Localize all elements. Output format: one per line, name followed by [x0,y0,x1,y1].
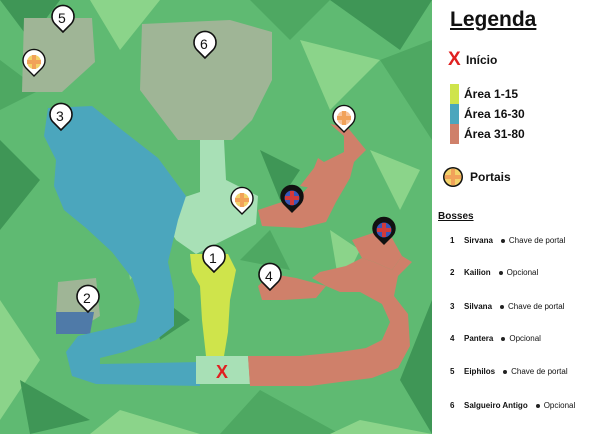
boss-entry: 4 Pantera Opcional [450,334,541,343]
boss-marker-6[interactable]: 6 [193,30,217,60]
portal-icon[interactable] [230,186,254,215]
boss-entry: 6 Salgueiro Antigo Opcional [450,401,576,410]
boss-marker-1[interactable]: 1 [202,244,226,274]
bullet-icon [500,304,505,309]
area-swatch-red [450,124,459,144]
legend-start: X Início [448,50,497,69]
portal-icon-locked[interactable] [372,216,396,245]
start-zone [196,356,250,384]
svg-text:3: 3 [56,108,64,124]
legend-area-2: Área 16-30 [450,104,525,124]
legend-title: Legenda [450,8,537,31]
portal-icon-locked[interactable] [280,184,304,213]
central-hub [160,140,258,254]
svg-text:5: 5 [58,10,66,26]
boss-marker-2[interactable]: 2 [76,284,100,314]
boss-entry: 1 Sirvana Chave de portal [450,236,566,245]
bullet-icon [503,369,508,374]
legend-area-1: Área 1-15 [450,84,518,104]
boss-marker-4[interactable]: 4 [258,262,282,292]
boss-entry: 3 Silvana Chave de portal [450,302,565,311]
area-1-15-zone [190,254,236,356]
legend-area-label: Área 1-15 [464,87,519,101]
lake [56,312,94,334]
svg-text:4: 4 [265,268,273,284]
boss-marker-3[interactable]: 3 [49,102,73,132]
legend-portals-label: Portais [470,170,511,184]
legend-start-label: Início [466,52,498,67]
bullet-icon [501,336,506,341]
bullet-icon [498,270,503,275]
legend-area-label: Área 16-30 [464,107,525,121]
area-31-80-branch [300,158,330,188]
bullet-icon [500,238,505,243]
portal-icon[interactable] [22,48,46,77]
boss-entry: 2 Kailion Opcional [450,268,539,277]
area-swatch-blue [450,104,459,124]
area-31-80-zone-south [248,256,412,386]
boss-marker-5[interactable]: 5 [51,4,75,34]
legend-area-3: Área 31-80 [450,124,525,144]
svg-text:2: 2 [83,290,91,306]
world-map: X 1 2 3 4 5 6 [0,0,432,434]
svg-text:6: 6 [200,36,208,52]
boss-entry: 5 Eiphilos Chave de portal [450,367,568,376]
boss-zone-6 [140,20,272,140]
area-31-80-spur-right [352,232,402,270]
area-16-30-zone [44,106,200,386]
bosses-title: Bosses [438,211,474,222]
svg-text:1: 1 [209,250,217,266]
area-swatch-yellow [450,84,459,104]
portal-icon [443,167,463,187]
start-x-icon: X [448,49,461,70]
legend-panel: Legenda X Início Área 1-15 Área 16-30 Ár… [432,0,594,434]
legend-portals: Portais [442,166,511,188]
boss-zone-5 [22,18,95,92]
portal-icon[interactable] [332,104,356,133]
bullet-icon [535,403,540,408]
legend-area-label: Área 31-80 [464,127,525,141]
start-marker: X [216,362,228,382]
